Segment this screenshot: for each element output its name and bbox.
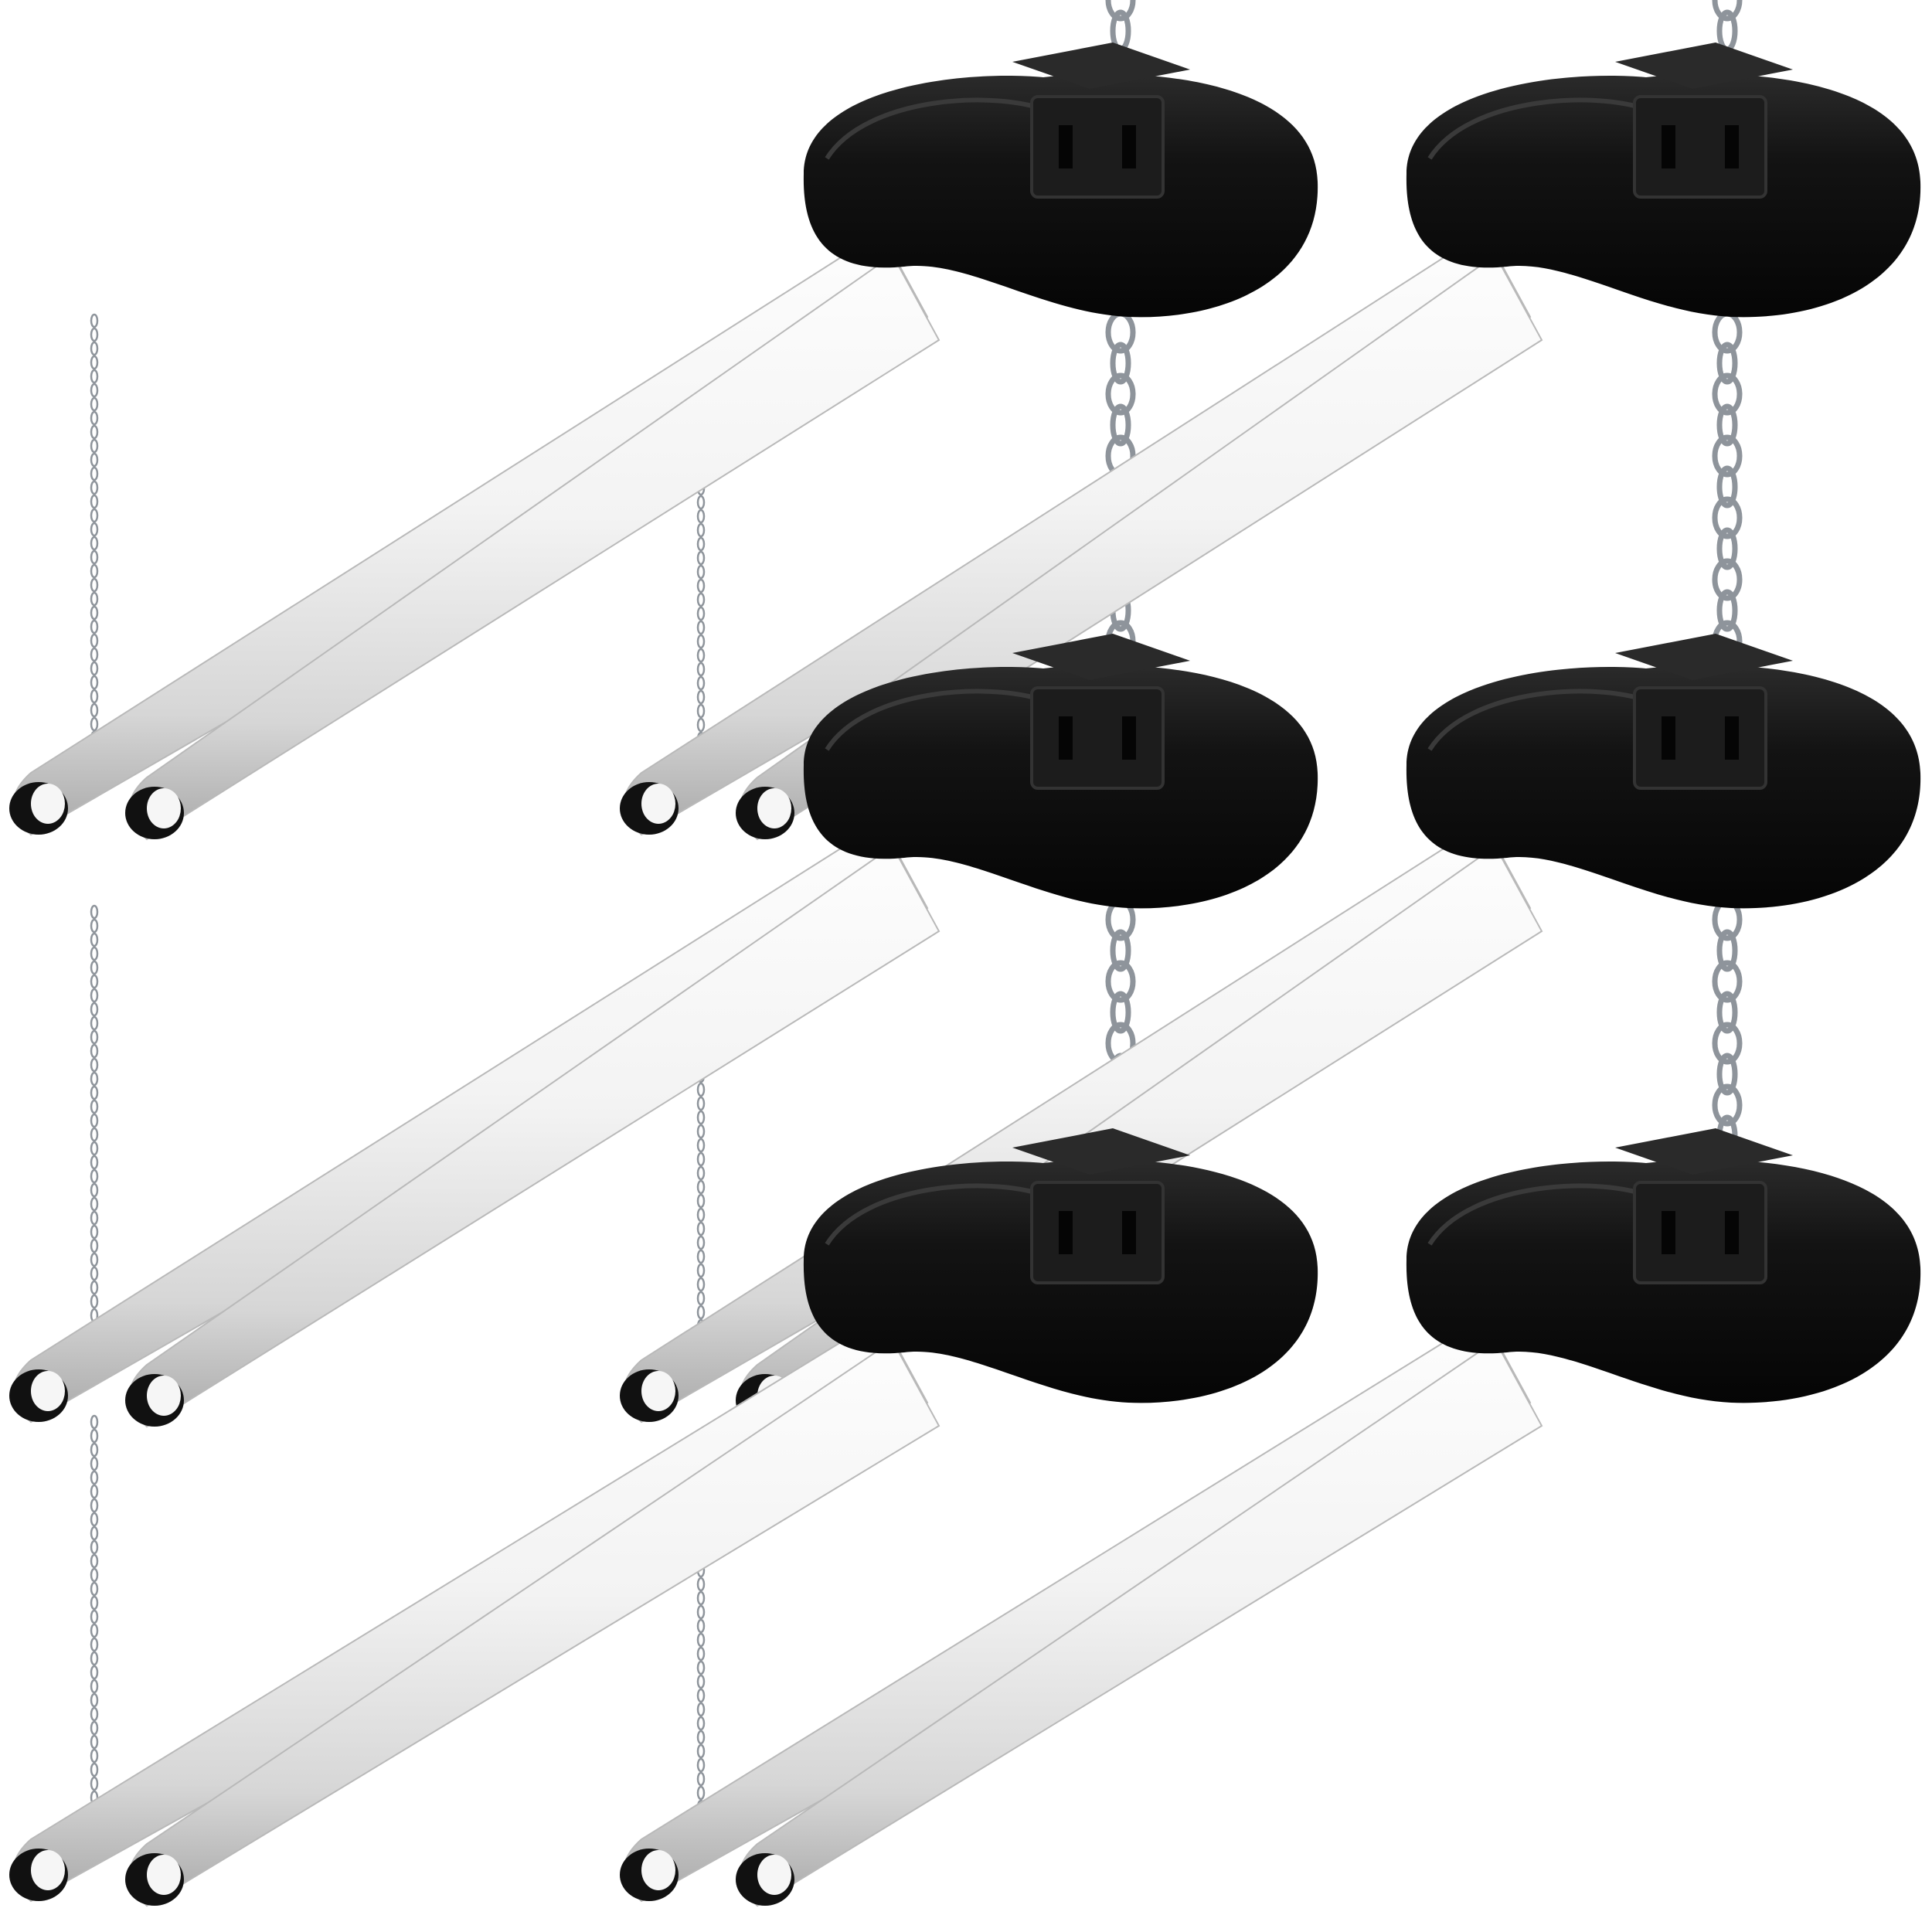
outlet-icon [1030, 95, 1165, 199]
outlet-icon [1030, 1181, 1165, 1284]
link-chain-a [1105, 0, 1136, 53]
outlet-icon [1030, 686, 1165, 790]
outlet-slot-left [1662, 125, 1675, 168]
tube-end-lens [147, 788, 181, 828]
fixture-middle-left [9, 634, 1318, 1428]
outlet-icon [1633, 95, 1767, 199]
tube-end-lens [757, 788, 791, 828]
tube-end-lens [147, 1376, 181, 1416]
housing-highlight [1427, 97, 1655, 160]
mounting-tab [1615, 1128, 1793, 1175]
light-fixtures [9, 43, 1921, 1907]
housing-highlight [825, 1183, 1053, 1246]
housing-highlight [825, 689, 1053, 751]
left-chain-top [90, 313, 99, 774]
fixture-top-left [9, 43, 1318, 841]
outlet-slot-right [1122, 1211, 1136, 1254]
tube-end-lens [641, 1850, 675, 1890]
fixture-bottom-right [620, 1128, 1921, 1907]
left-chain-middle [90, 904, 99, 1365]
housing-highlight [1427, 1183, 1655, 1246]
tube-end-lens [31, 784, 65, 824]
mounting-tab [1615, 634, 1793, 680]
tube-end-lens [147, 1855, 181, 1895]
link-chain-d [1712, 311, 1743, 694]
mounting-tab [1012, 43, 1190, 89]
left-chain-bottom [90, 1414, 99, 1833]
mounting-tab [1615, 43, 1793, 89]
outlet-icon [1633, 686, 1767, 790]
fixture-bottom-left [9, 1128, 1318, 1907]
outlet-slot-right [1122, 716, 1136, 760]
housing-highlight [1427, 689, 1655, 751]
mounting-tab [1012, 1128, 1190, 1175]
tube-end-lens [31, 1850, 65, 1890]
outlet-slot-left [1059, 125, 1073, 168]
outlet-slot-left [1662, 716, 1675, 760]
outlet-slot-right [1122, 125, 1136, 168]
tube-end-lens [31, 1371, 65, 1411]
outlet-slot-right [1725, 716, 1739, 760]
housing-highlight [825, 97, 1053, 160]
tube-end-lens [641, 1371, 675, 1411]
outlet-slot-left [1059, 1211, 1073, 1254]
link-chain-f [1712, 898, 1743, 1189]
outlet-icon [1633, 1181, 1767, 1284]
outlet-slot-right [1725, 1211, 1739, 1254]
link-chain-b [1712, 0, 1743, 53]
mounting-tab [1012, 634, 1190, 680]
outlet-slot-left [1662, 1211, 1675, 1254]
tube-end-lens [757, 1855, 791, 1895]
tube-end-lens [641, 784, 675, 824]
outlet-slot-right [1725, 125, 1739, 168]
outlet-slot-left [1059, 716, 1073, 760]
